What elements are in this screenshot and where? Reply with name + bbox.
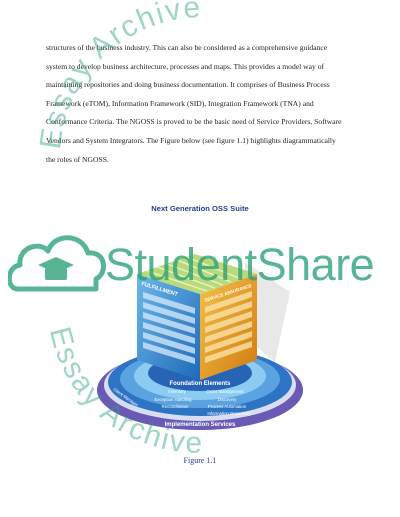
- ring-implementation-label: Implementation Services: [165, 422, 236, 428]
- cube-right-face: [200, 274, 257, 380]
- paragraph-line: maintaining repositories and doing busin…: [46, 80, 330, 90]
- graduation-cap-icon: [38, 257, 74, 280]
- watermark-arc-top: Essay Archive: [34, 0, 201, 151]
- watermark-arc-bottom: Essay Archive: [43, 323, 203, 459]
- body-paragraph: structures of the business industry. Thi…: [46, 39, 366, 169]
- ring-foundation-item: Discovery: [218, 397, 238, 402]
- studentshare-logo: [8, 235, 106, 292]
- paragraph-line: structures of the business industry. Thi…: [46, 43, 328, 52]
- paragraph-line: Framework (eTOM), Information Framework …: [46, 98, 314, 108]
- figure-title: Next Generation OSS Suite: [151, 204, 249, 213]
- cloud-icon: [8, 235, 106, 292]
- ring-foundation-item: Exception Handling: [154, 397, 192, 402]
- paragraph-line: system to develop business architecture,…: [46, 61, 325, 71]
- watermark-logo-text: StudentShare: [105, 239, 375, 290]
- figure-caption: Figure 1.1: [183, 456, 217, 465]
- svg-text:Essay Archive: Essay Archive: [34, 0, 203, 151]
- paragraph-line: Conformance Criteria. The NGOSS is prove…: [46, 117, 342, 127]
- ring-foundation-item: Information Repository: [207, 411, 251, 416]
- ring-foundation-item: Reconciliation: [162, 404, 189, 409]
- ring-foundation-item: Inventory: [168, 389, 187, 394]
- paragraph-line: Vendors and System Integrators. The Figu…: [46, 135, 336, 145]
- ring-foundation-item: Process Automation: [208, 404, 247, 409]
- svg-text:Essay Archive: Essay Archive: [43, 323, 205, 459]
- paragraph-line: the roles of NGOSS.: [46, 154, 109, 164]
- ring-foundation-item: Order Management: [206, 389, 244, 394]
- ring-foundation-title: Foundation Elements: [169, 381, 231, 387]
- ngoss-diagram: FULFILLMENT SERVICE ASSURANCE Foundation…: [97, 254, 303, 430]
